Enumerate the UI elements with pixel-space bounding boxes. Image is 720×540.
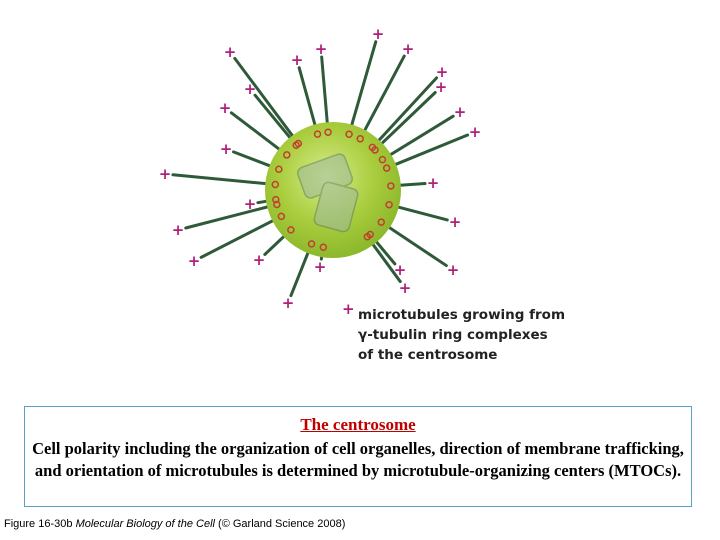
gamma-tubulin-ring — [363, 232, 372, 241]
microtubules — [171, 40, 470, 298]
annotation-plus-icon: + — [342, 300, 355, 318]
centrosome-illustration: ++++++++++++++++++++++++ — [159, 25, 482, 312]
gamma-tubulin-ring — [277, 212, 286, 221]
book-title: Molecular Biology of the Cell — [75, 518, 215, 530]
plus-end-icon: + — [435, 78, 448, 96]
gamma-tubulin-ring — [324, 128, 332, 136]
gamma-tubulin-ring — [356, 135, 364, 143]
microtubule — [388, 133, 470, 169]
gamma-tubulin-ring — [271, 180, 280, 189]
plus-end-icon: + — [402, 40, 415, 58]
gamma-tubulin-ring — [371, 146, 379, 154]
plus-end-icon: + — [315, 40, 328, 58]
diagram-annotation: microtubules growing from γ-tubulin ring… — [358, 305, 598, 365]
plus-end-icon: + — [436, 63, 449, 81]
microtubule — [348, 40, 378, 132]
caption-title: The centrosome — [300, 415, 416, 434]
gamma-tubulin-ring — [283, 151, 291, 159]
plus-end-icon: + — [427, 174, 440, 192]
plus-end-icon: + — [314, 258, 327, 276]
annotation-line-2: γ-tubulin ring complexes — [358, 327, 548, 343]
plus-end-icon: + — [244, 80, 257, 98]
plus-end-icon: + — [291, 51, 304, 69]
caption-body: Cell polarity including the organization… — [32, 439, 684, 480]
plus-end-icon: + — [244, 195, 257, 213]
microtubule — [233, 56, 298, 142]
plus-end-icon: + — [220, 140, 233, 158]
centriole-pair — [296, 153, 359, 233]
annotation-line-3: of the centrosome — [358, 347, 498, 363]
gamma-tubulin-ring — [387, 182, 395, 190]
plus-end-icon: + — [469, 123, 482, 141]
gamma-tubulin-ring — [319, 243, 328, 251]
plus-end-icon: + — [372, 25, 385, 43]
plus-end-icon: + — [449, 213, 462, 231]
microtubule — [297, 66, 318, 132]
gamma-tubulin-ring — [307, 240, 316, 248]
plus-end-icon: + — [454, 103, 467, 121]
gamma-tubulin-ring — [313, 130, 322, 138]
plus-end-icon: + — [172, 221, 185, 239]
plus-end-icon: + — [219, 99, 232, 117]
plus-end-icon: + — [224, 43, 237, 61]
microtubule — [376, 91, 437, 149]
microtubule — [289, 246, 312, 298]
microtubule — [253, 93, 296, 144]
microtubule — [391, 204, 449, 222]
plus-end-icon: + — [399, 279, 412, 297]
gamma-tubulin-ring — [377, 218, 386, 226]
microtubule — [368, 238, 402, 284]
centrosome-diagram: ++++++++++++++++++++++++ — [150, 20, 570, 350]
annotation-line-1: microtubules growing from — [358, 307, 566, 323]
caption-box: The centrosome Cell polarity including t… — [24, 406, 692, 507]
microtubule — [384, 114, 455, 160]
ring-complexes — [271, 128, 395, 251]
microtubule — [383, 222, 448, 268]
microtubule — [229, 111, 286, 155]
figure-ref: Figure 16-30b — [4, 518, 73, 530]
gamma-tubulin-ring — [345, 130, 353, 139]
gamma-tubulin-ring — [273, 200, 281, 209]
microtubule — [199, 216, 280, 259]
microtubule — [320, 55, 330, 130]
plus-end-icon: + — [447, 261, 460, 279]
microtubule — [184, 203, 275, 230]
credit-rest: (© Garland Science 2008) — [218, 518, 346, 530]
plus-ends: ++++++++++++++++++++++++ — [159, 25, 482, 312]
plus-end-icon: + — [159, 165, 172, 183]
plus-end-icon: + — [282, 294, 295, 312]
microtubule — [171, 173, 273, 186]
gamma-tubulin-ring — [385, 200, 393, 209]
figure-credit: Figure 16-30b Molecular Biology of the C… — [4, 518, 345, 530]
gamma-tubulin-ring — [275, 165, 283, 173]
microtubule — [373, 76, 439, 146]
gamma-tubulin-ring — [272, 195, 280, 204]
gamma-tubulin-ring — [292, 141, 300, 149]
microtubule — [231, 150, 277, 170]
gamma-tubulin-ring — [382, 164, 391, 172]
gamma-tubulin-ring — [378, 155, 387, 164]
gamma-tubulin-ring — [287, 226, 295, 234]
plus-end-icon: + — [394, 261, 407, 279]
plus-end-icon: + — [253, 251, 266, 269]
plus-end-icon: + — [188, 252, 201, 270]
microtubule — [360, 54, 406, 137]
